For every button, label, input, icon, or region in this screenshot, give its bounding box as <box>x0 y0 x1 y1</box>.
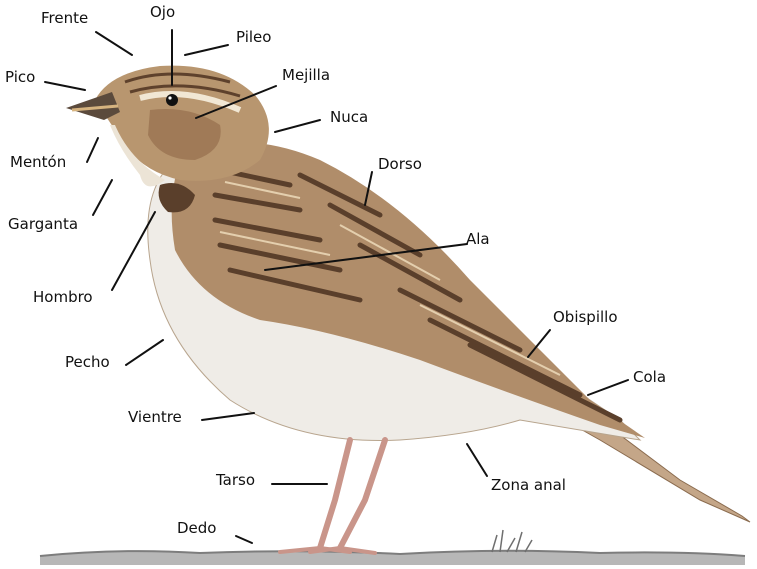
label-pico: Pico <box>5 70 35 85</box>
label-tarso: Tarso <box>216 473 255 488</box>
label-hombro: Hombro <box>33 290 93 305</box>
leader-pico <box>45 82 85 90</box>
label-dedo: Dedo <box>177 521 216 536</box>
leader-garganta <box>93 180 112 215</box>
leader-vientre <box>202 413 254 420</box>
label-cola: Cola <box>633 370 666 385</box>
leader-pileo <box>185 45 228 55</box>
label-pecho: Pecho <box>65 355 110 370</box>
leader-zona-anal <box>467 444 487 476</box>
label-vientre: Vientre <box>128 410 182 425</box>
leader-menton <box>87 138 98 162</box>
leader-frente <box>96 32 132 55</box>
label-menton: Mentón <box>10 155 66 170</box>
label-dorso: Dorso <box>378 157 422 172</box>
label-frente: Frente <box>41 11 88 26</box>
bird-legs <box>320 440 385 548</box>
leader-dedo <box>236 536 252 543</box>
label-ala: Ala <box>466 232 490 247</box>
label-garganta: Garganta <box>8 217 78 232</box>
label-zona-anal: Zona anal <box>491 478 566 493</box>
leader-pecho <box>126 340 163 365</box>
label-nuca: Nuca <box>330 110 368 125</box>
label-pileo: Pileo <box>236 30 271 45</box>
label-ojo: Ojo <box>150 5 175 20</box>
leader-cola <box>588 380 628 395</box>
leader-nuca <box>275 120 320 132</box>
label-mejilla: Mejilla <box>282 68 330 83</box>
ground <box>40 530 745 565</box>
label-obispillo: Obispillo <box>553 310 618 325</box>
bird-eye <box>166 94 178 106</box>
